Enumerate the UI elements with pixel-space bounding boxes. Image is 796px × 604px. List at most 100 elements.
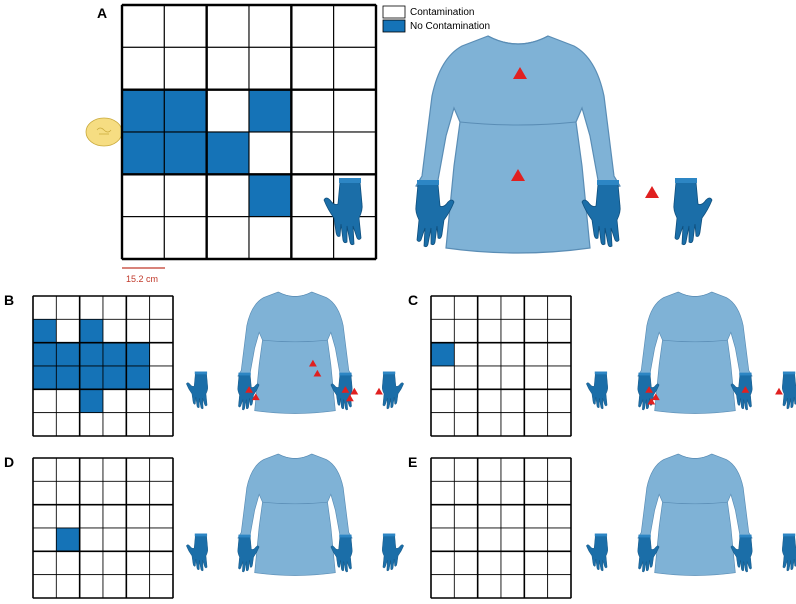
grid-cell-contamination — [149, 412, 174, 437]
grid-cell-contamination — [547, 295, 572, 320]
grid-cell-contamination — [547, 550, 572, 576]
grid-cell-contamination — [500, 504, 525, 529]
glove-right-inner-icon — [330, 534, 353, 573]
grid-cell-contamination — [55, 550, 81, 576]
gown-figure-d — [186, 453, 404, 576]
grid-cell-contamination — [290, 131, 335, 175]
panel-a: A 15.2 cm Contamination No Contamination — [85, 3, 713, 284]
grid-cell-contamination — [453, 504, 479, 529]
contamination-marker-icon — [350, 387, 359, 395]
grid-cell-contamination — [523, 574, 549, 599]
legend-label-no-contamination: No Contamination — [410, 21, 490, 32]
panel-e: E — [408, 453, 796, 599]
grid-cell-contamination — [149, 550, 174, 576]
grid-cell-no-contamination — [121, 89, 165, 133]
grid-cell-contamination — [333, 46, 377, 91]
grid-cell-contamination — [547, 365, 572, 390]
contamination-marker-icon — [511, 169, 525, 181]
petri-dish-icon — [85, 117, 123, 147]
panel-label-c: C — [408, 292, 418, 308]
grid-cell-contamination — [55, 574, 81, 599]
grid-cell-contamination — [500, 318, 525, 344]
panel-label-d: D — [4, 454, 14, 470]
grid-cell-contamination — [32, 574, 57, 599]
grid-cell-contamination — [333, 4, 377, 48]
grid-cell-contamination — [102, 504, 127, 529]
grid-cell-contamination — [500, 295, 525, 320]
grid-cell-contamination — [523, 457, 549, 482]
grid-cell-contamination — [547, 457, 572, 482]
grid-cell-contamination — [523, 412, 549, 437]
grid-cell-contamination — [163, 173, 208, 218]
grid-panel-e — [430, 457, 572, 599]
grid-cell-contamination — [500, 574, 525, 599]
grid-cell-contamination — [32, 527, 57, 552]
grid-cell-no-contamination — [248, 173, 292, 218]
grid-cell-contamination — [248, 216, 292, 260]
grid-cell-contamination — [149, 295, 174, 320]
grid-cell-contamination — [477, 457, 502, 482]
grid-cell-contamination — [477, 388, 502, 414]
contamination-marker-icon — [375, 387, 383, 395]
grid-cell-contamination — [477, 342, 502, 367]
grid-cell-contamination — [477, 480, 502, 506]
grid-cell-no-contamination — [32, 318, 57, 344]
grid-cell-contamination — [290, 216, 335, 260]
grid-cell-contamination — [333, 131, 377, 175]
contamination-marker-icon — [651, 393, 660, 401]
grid-cell-no-contamination — [121, 131, 165, 175]
grid-cell-no-contamination — [79, 365, 104, 390]
grid-cell-no-contamination — [248, 89, 292, 133]
glove-left-inner-icon — [415, 180, 455, 248]
grid-cell-contamination — [125, 504, 151, 529]
grid-cell-contamination — [102, 550, 127, 576]
gown-icon — [637, 453, 753, 576]
gown-figure-b — [186, 291, 404, 414]
grid-cell-contamination — [102, 388, 127, 414]
grid-cell-no-contamination — [102, 365, 127, 390]
grid-cell-contamination — [290, 46, 335, 91]
grid-cell-contamination — [248, 46, 292, 91]
grid-cell-contamination — [102, 480, 127, 506]
grid-cell-no-contamination — [206, 131, 250, 175]
grid-cell-no-contamination — [125, 365, 151, 390]
contamination-marker-icon — [645, 186, 659, 198]
grid-cell-contamination — [121, 4, 165, 48]
grid-cell-contamination — [125, 318, 151, 344]
gown-icon — [415, 35, 621, 254]
grid-cell-contamination — [430, 412, 455, 437]
grid-cell-contamination — [248, 131, 292, 175]
grid-cell-no-contamination — [125, 342, 151, 367]
grid-cell-no-contamination — [32, 365, 57, 390]
grid-cell-contamination — [102, 412, 127, 437]
grid-cell-contamination — [547, 527, 572, 552]
grid-cell-contamination — [79, 480, 104, 506]
panel-b: B — [4, 291, 404, 437]
panel-label-e: E — [408, 454, 417, 470]
grid-cell-contamination — [453, 388, 479, 414]
grid-cell-contamination — [547, 388, 572, 414]
grid-cell-contamination — [125, 480, 151, 506]
grid-cell-contamination — [79, 412, 104, 437]
grid-cell-contamination — [102, 295, 127, 320]
glove-left-inner-icon — [637, 534, 660, 573]
contamination-marker-icon — [245, 386, 253, 393]
grid-cell-contamination — [149, 318, 174, 344]
grid-cell-contamination — [206, 4, 250, 48]
grid-cell-no-contamination — [102, 342, 127, 367]
grid-cell-contamination — [125, 295, 151, 320]
grid-cell-contamination — [547, 480, 572, 506]
grid-cell-no-contamination — [430, 342, 455, 367]
contamination-marker-icon — [345, 394, 354, 402]
grid-cell-contamination — [500, 550, 525, 576]
grid-panel-d — [32, 457, 174, 599]
grid-cell-contamination — [453, 365, 479, 390]
grid-cell-contamination — [523, 365, 549, 390]
grid-cell-contamination — [149, 388, 174, 414]
glove-right-outer-icon — [382, 371, 404, 410]
grid-cell-contamination — [547, 574, 572, 599]
grid-cell-contamination — [163, 46, 208, 91]
grid-cell-contamination — [79, 504, 104, 529]
glove-right-outer-icon — [382, 533, 404, 572]
grid-cell-contamination — [149, 480, 174, 506]
